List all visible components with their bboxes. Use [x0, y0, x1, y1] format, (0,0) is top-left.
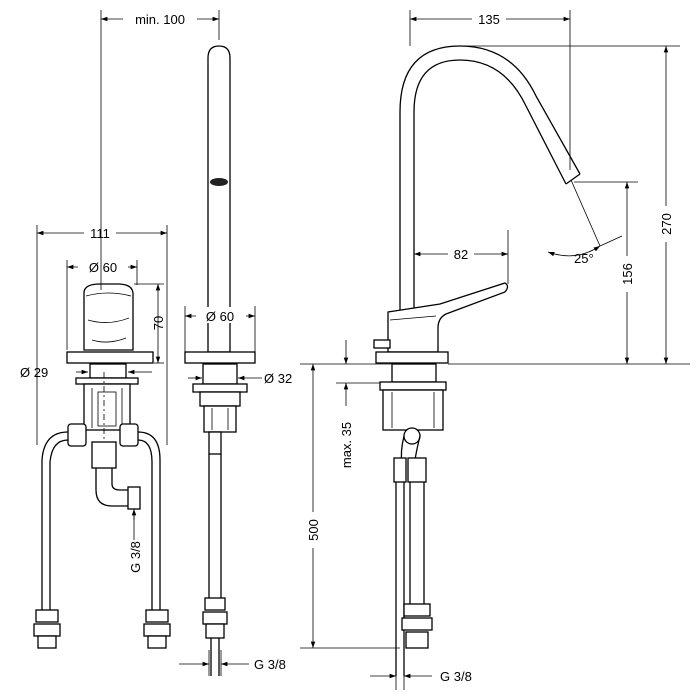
hose-length-label: 500 — [306, 519, 321, 541]
max-thickness-label: max. 35 — [339, 422, 354, 468]
right-dimensions: 135 82 25° 156 270 max. 35 G 3/8 — [336, 10, 690, 690]
faucet-side-view — [373, 45, 581, 676]
left-connection-label: G 3/8 — [128, 541, 143, 573]
spout-stem-diameter-label: Ø 32 — [264, 371, 292, 386]
spout-side-view — [184, 45, 256, 676]
spout-base-diameter-label: Ø 60 — [206, 309, 234, 324]
handle-height-label: 70 — [151, 316, 166, 330]
width-111-label: 111 — [90, 226, 110, 241]
center-dimensions: min. 100 Ø 60 Ø 32 G 3/8 500 — [100, 10, 400, 676]
right-connection-label: G 3/8 — [440, 669, 472, 684]
offset-82-label: 82 — [454, 247, 468, 262]
angle-label: 25° — [574, 251, 594, 266]
handle-valve-view — [33, 283, 171, 649]
reach-label: 135 — [478, 12, 500, 27]
handle-diameter-label: Ø 60 — [89, 260, 117, 275]
center-connection-label: G 3/8 — [254, 657, 286, 672]
outlet-height-label: 156 — [620, 263, 635, 285]
min-clearance-label: min. 100 — [135, 12, 185, 27]
left-dimensions: 111 Ø 60 70 Ø 29 G 3/8 — [20, 224, 168, 573]
stem-diameter-label: Ø 29 — [20, 365, 48, 380]
total-height-label: 270 — [659, 213, 674, 235]
